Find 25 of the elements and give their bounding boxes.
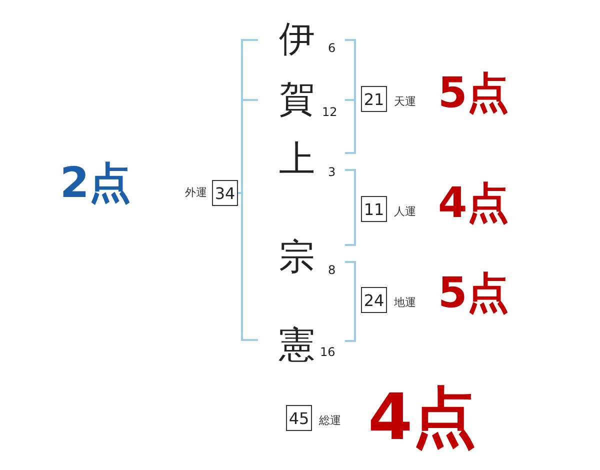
fortune-label: 人運 — [394, 206, 416, 217]
score: 4点 — [368, 386, 477, 450]
name-character: 伊 — [279, 22, 315, 58]
score: 5点 — [438, 272, 510, 314]
name-character: 上 — [279, 142, 315, 178]
stroke-count: 8 — [328, 264, 336, 276]
score: 2点 — [60, 162, 132, 204]
number-box: 45 — [286, 405, 312, 431]
score: 5点 — [438, 72, 510, 114]
score: 4点 — [438, 182, 510, 224]
stroke-count: 16 — [320, 346, 336, 358]
fortune-label: 地運 — [394, 297, 416, 308]
stroke-count: 3 — [328, 166, 336, 178]
name-character: 宗 — [279, 240, 315, 276]
stroke-count: 6 — [328, 42, 336, 54]
fortune-label: 天運 — [394, 96, 416, 107]
name-character: 賀 — [279, 82, 315, 118]
number-box: 24 — [361, 287, 387, 313]
name-character: 憲 — [279, 328, 315, 364]
number-box: 11 — [361, 196, 387, 222]
stroke-count: 12 — [322, 106, 338, 118]
number-box: 21 — [361, 86, 387, 112]
number-box: 34 — [212, 180, 238, 206]
fortune-label: 外運 — [185, 187, 207, 198]
fortune-label: 総運 — [319, 415, 341, 426]
